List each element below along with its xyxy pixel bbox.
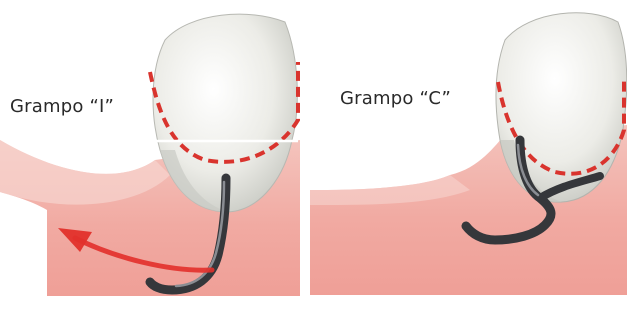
clasp-c-label: Grampo “C” [340,88,451,109]
clasp-i-label: Grampo “I” [10,96,114,117]
left-panel-i-clasp [0,14,300,296]
right-panel-c-clasp [310,13,627,295]
